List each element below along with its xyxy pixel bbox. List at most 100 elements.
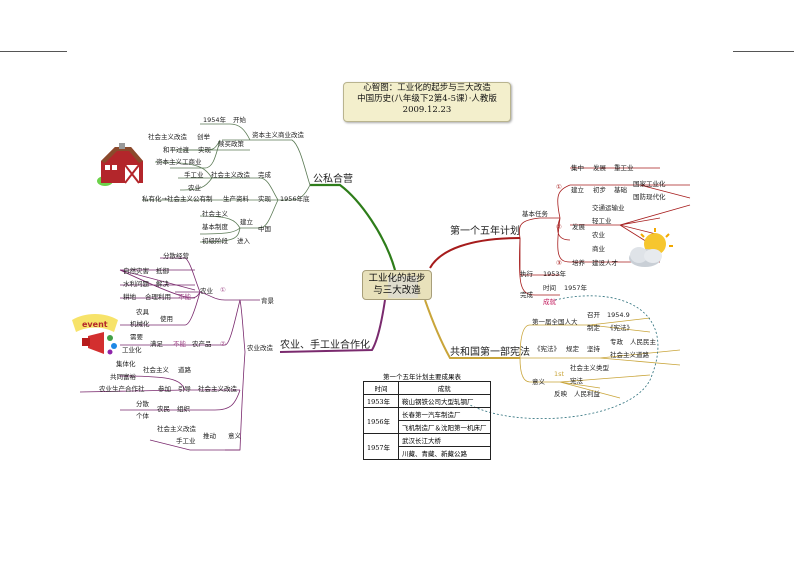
topic-five-year-plan[interactable]: 第一个五年计划: [450, 226, 520, 237]
node[interactable]: 重工业: [614, 164, 634, 172]
node[interactable]: 发展: [572, 223, 585, 231]
node[interactable]: 商业: [592, 245, 605, 253]
node[interactable]: 社会主义改造: [148, 133, 187, 141]
node[interactable]: 赎买政策: [218, 140, 244, 148]
node[interactable]: 初步: [593, 186, 606, 194]
node[interactable]: 1956年底: [280, 195, 310, 203]
central-topic[interactable]: 工业化的起步 与三大改造: [362, 270, 432, 300]
topic-public-private[interactable]: 公私合营: [313, 174, 353, 185]
node[interactable]: 推动: [203, 432, 216, 440]
node[interactable]: 背景: [261, 297, 274, 305]
node[interactable]: 需要: [130, 333, 143, 341]
node[interactable]: 组织: [177, 405, 190, 413]
node[interactable]: 执行: [520, 270, 533, 278]
node[interactable]: 意义: [228, 432, 241, 440]
node[interactable]: 专政: [610, 338, 623, 346]
node[interactable]: 意义: [532, 378, 545, 386]
node[interactable]: 人民利益: [574, 390, 600, 398]
node[interactable]: 社会主义类型: [570, 364, 609, 372]
node[interactable]: 社会主义道路: [610, 351, 649, 359]
node[interactable]: 建立: [240, 218, 253, 226]
node[interactable]: 初级阶段: [202, 237, 228, 245]
node[interactable]: 基础: [614, 186, 627, 194]
node[interactable]: 解决: [156, 280, 169, 288]
node[interactable]: 基本任务: [522, 210, 548, 218]
node[interactable]: 《宪法》: [607, 324, 633, 332]
node[interactable]: 道路: [178, 366, 191, 374]
topic-constitution[interactable]: 共和国第一部宪法: [450, 347, 530, 358]
node[interactable]: 社会主义: [143, 366, 169, 374]
node[interactable]: 基本制度: [202, 223, 228, 231]
node[interactable]: 机械化: [130, 320, 150, 328]
node[interactable]: 农业生产合作社: [99, 385, 145, 393]
node[interactable]: 自然灾害: [123, 267, 149, 275]
node[interactable]: 农民: [157, 405, 170, 413]
node[interactable]: 满足: [150, 340, 163, 348]
node[interactable]: 手工业: [184, 171, 204, 179]
node[interactable]: 工业化: [122, 346, 142, 354]
node[interactable]: 引导: [178, 385, 191, 393]
node[interactable]: 国防现代化: [633, 193, 666, 201]
node[interactable]: 交通运输业: [592, 204, 625, 212]
node[interactable]: 个体: [136, 412, 149, 420]
node[interactable]: 完成: [520, 291, 533, 299]
node[interactable]: 耕地: [123, 293, 136, 301]
node[interactable]: 中国: [258, 225, 271, 233]
node[interactable]: 农业: [188, 184, 201, 192]
node[interactable]: 1957年: [564, 284, 588, 292]
node[interactable]: 抵御: [156, 267, 169, 275]
node[interactable]: 开始: [233, 116, 246, 124]
node[interactable]: 时间: [543, 284, 556, 292]
node[interactable]: 农业改造: [247, 344, 273, 352]
node[interactable]: 人民民主: [630, 338, 656, 346]
node[interactable]: 进入: [237, 237, 250, 245]
node[interactable]: 农业: [592, 231, 605, 239]
node[interactable]: 和平过渡: [163, 146, 189, 154]
node[interactable]: 社会主义改造: [211, 171, 250, 179]
node[interactable]: 1st: [554, 370, 565, 378]
node[interactable]: 资本主义商业改造: [252, 131, 304, 139]
node[interactable]: 1954.9: [607, 311, 630, 319]
node[interactable]: 合理利用: [145, 293, 171, 301]
node[interactable]: 1953年: [543, 270, 567, 278]
node[interactable]: 发展: [593, 164, 606, 172]
node[interactable]: 制定: [587, 324, 600, 332]
node[interactable]: 国家工业化: [633, 180, 666, 188]
node[interactable]: 创举: [197, 133, 210, 141]
node[interactable]: 分散经营: [163, 252, 189, 260]
node[interactable]: 社会主义改造: [198, 385, 237, 393]
node[interactable]: 不能: [178, 293, 191, 301]
node[interactable]: 召开: [587, 311, 600, 319]
node[interactable]: 《宪法》: [534, 345, 560, 353]
node[interactable]: 资本主义工商业: [156, 158, 202, 166]
node[interactable]: 规定: [566, 345, 579, 353]
node[interactable]: 农产品: [192, 340, 212, 348]
node[interactable]: 1954年: [203, 116, 227, 124]
topic-cooperation[interactable]: 农业、手工业合作化: [280, 340, 370, 351]
node[interactable]: 成就: [543, 298, 556, 306]
node[interactable]: 建立: [571, 186, 584, 194]
node[interactable]: 生产资料: [223, 195, 249, 203]
node[interactable]: 第一届全国人大: [532, 318, 578, 326]
node[interactable]: 轻工业: [592, 217, 612, 225]
node[interactable]: 使用: [160, 315, 173, 323]
node[interactable]: 宪法: [570, 377, 583, 385]
node[interactable]: 社会主义改造: [157, 425, 196, 433]
node[interactable]: 分散: [136, 400, 149, 408]
node[interactable]: 完成: [258, 171, 271, 179]
node[interactable]: 实现: [198, 146, 211, 154]
node[interactable]: 共同富裕: [110, 373, 136, 381]
node[interactable]: 参加: [158, 385, 171, 393]
node[interactable]: 坚持: [587, 345, 600, 353]
node[interactable]: 水利问题: [123, 280, 149, 288]
node[interactable]: 农业: [200, 287, 213, 295]
node[interactable]: 私有化→社会主义公有制: [142, 195, 213, 203]
node[interactable]: 农具: [136, 308, 149, 316]
node[interactable]: 实现: [258, 195, 271, 203]
node[interactable]: 社会主义: [202, 210, 228, 218]
node[interactable]: 反映: [554, 390, 567, 398]
node[interactable]: 手工业: [176, 437, 196, 445]
node[interactable]: 建设人才: [592, 259, 618, 267]
node[interactable]: 培养: [572, 259, 585, 267]
node[interactable]: 集体化: [116, 360, 136, 368]
